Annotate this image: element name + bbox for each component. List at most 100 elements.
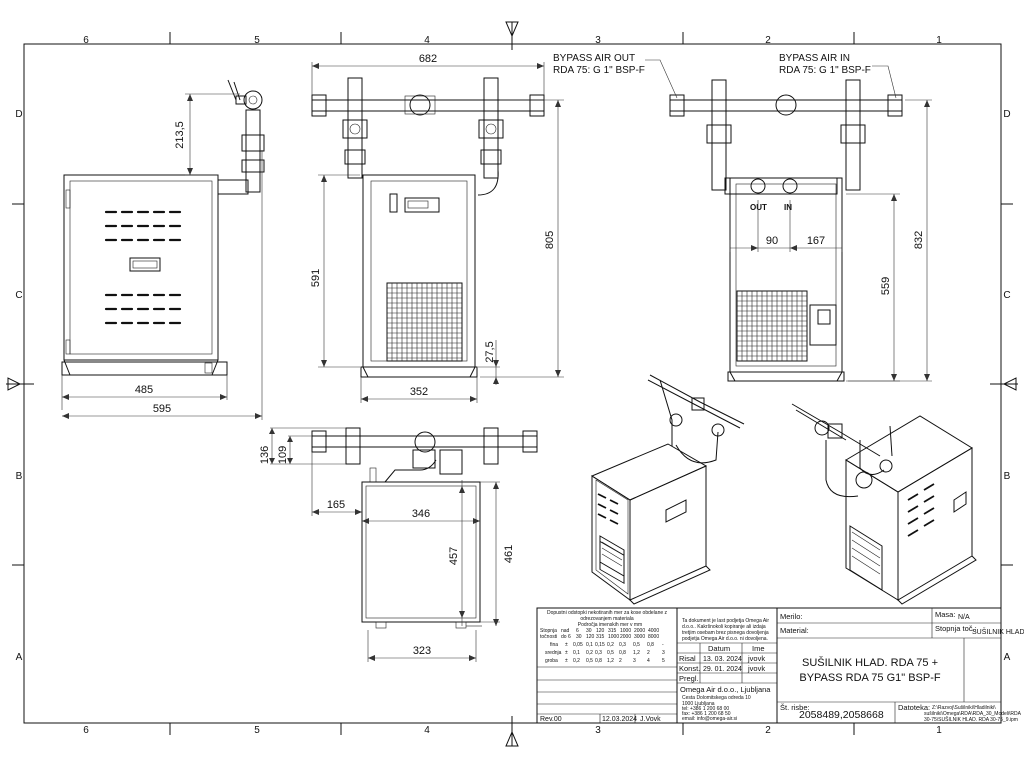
- tol-cell: 0,8: [647, 642, 654, 648]
- material-label: Material:: [780, 626, 809, 635]
- tol-cell: 120: [586, 634, 595, 640]
- zone-labels: 6 5 4 3 2 1 6 5 4 3 2 1 D C B A D C B A: [15, 35, 1010, 736]
- approvals-risal-date: 13. 03. 2024: [703, 656, 742, 663]
- dim-top-136: 136: [259, 446, 271, 464]
- tol-row-srednja: srednja ± 0,1 0,2 0,3 0,5 0,8 1,2 2 3: [545, 650, 665, 656]
- rear-out-label: OUT: [750, 203, 767, 212]
- tol-cell: -: [662, 642, 664, 648]
- datoteka-path-3: 30-75\SUŠILNIK HLAD. RDA 30-75_9.ipm: [924, 716, 1018, 723]
- tol-cell: srednja: [545, 650, 562, 656]
- callout-bypass-in-spec: RDA 75: G 1" BSP-F: [779, 65, 871, 76]
- zone-col-2-bottom: 2: [765, 725, 771, 736]
- tol-row-fina: fina ± 0,05 0,1 0,15 0,2 0,3 0,5 0,8 -: [550, 642, 664, 648]
- tol-cell: 1,2: [633, 650, 640, 656]
- front-view-dimensions: 682 591 805 27,5 352: [310, 53, 564, 403]
- ownership-note-3: tretjim osebam brez pisnega dovoljenja: [682, 630, 769, 636]
- masa-value: N/A: [958, 614, 970, 621]
- approvals-risal-label: Risal: [679, 654, 696, 663]
- zone-row-a-right: A: [1004, 652, 1011, 663]
- tol-cell: do 6: [561, 634, 571, 640]
- dim-front-805: 805: [544, 231, 556, 249]
- zone-col-2: 2: [765, 35, 771, 46]
- side-view: [61, 79, 265, 376]
- approvals-konst-label: Konst.: [679, 664, 700, 673]
- zone-col-3: 3: [595, 35, 601, 46]
- tol-cell: 315: [596, 634, 605, 640]
- side-vent-slots: [104, 210, 182, 325]
- side-view-dimensions: 213,5 485 595: [61, 93, 263, 420]
- dim-front-352: 352: [410, 386, 428, 398]
- tol-row-groba: groba ± 0,2 0,5 0,8 1,2 2 3 4 5: [545, 658, 665, 664]
- revision-date: 12.03.2024: [602, 716, 637, 723]
- rear-bypass-piping: [669, 79, 903, 195]
- company-name: Omega Air d.o.o., Ljubljana: [680, 685, 771, 694]
- rear-in-label: IN: [784, 203, 792, 212]
- ownership-note-2: d.o.o.. Kakršnokoli kopiranje ali izdaja: [682, 624, 766, 630]
- company-fax: fax: +386 1 200 68 50: [682, 711, 731, 717]
- rear-ventilation-grille: [736, 290, 808, 362]
- zone-row-c-right: C: [1003, 290, 1010, 301]
- tol-cell: 0,5: [607, 650, 614, 656]
- tol-cell: 315: [608, 628, 617, 634]
- dim-top-346: 346: [412, 508, 430, 520]
- zone-row-c: C: [15, 290, 22, 301]
- merilo-label: Merilo:: [780, 612, 803, 621]
- tol-row-tocnosti: točnosti do 6 30 120 315 1000 2000 3000 …: [540, 634, 659, 640]
- tol-cell: 3: [662, 650, 665, 656]
- zone-col-6: 6: [83, 35, 89, 46]
- company-address-1: Cesta Dolomitskega odreda 10: [682, 695, 751, 701]
- approvals-pregl-label: Pregl.: [679, 674, 699, 683]
- zone-col-6-bottom: 6: [83, 725, 89, 736]
- isometric-view-rear: [791, 403, 977, 605]
- dim-rear-832: 832: [913, 231, 925, 249]
- tol-cell: groba: [545, 658, 558, 664]
- dim-rear-167: 167: [807, 235, 825, 247]
- company-address-2: 1000 Ljubljana: [682, 701, 715, 707]
- approvals-risal-name: jvovk: [747, 654, 765, 663]
- callout-bypass-in-title: BYPASS AIR IN: [779, 53, 850, 64]
- tol-cell: ±: [565, 658, 568, 664]
- zone-row-d-right: D: [1003, 109, 1010, 120]
- tol-cell: 4: [647, 658, 650, 664]
- tol-cell: 120: [596, 628, 605, 634]
- revision-number: Rev.00: [540, 716, 562, 723]
- tol-cell: 0,1: [586, 642, 593, 648]
- tol-cell: 2000: [634, 628, 645, 634]
- tol-intro-1: Dopustni odstopki nekotiranih mer za kos…: [547, 610, 668, 616]
- tol-cell: 1,2: [607, 658, 614, 664]
- dim-top-109: 109: [277, 446, 289, 464]
- tol-cell: 0,15: [595, 642, 605, 648]
- drawing-title-line-2: BYPASS RDA 75 G1" BSP-F: [799, 672, 941, 684]
- tol-cell: 1000: [620, 628, 631, 634]
- stopnja-toc-label: Stopnja toč.:: [935, 624, 977, 633]
- dim-top-461: 461: [503, 545, 515, 563]
- rear-view: OUT IN: [669, 79, 903, 382]
- tol-cell: 0,5: [586, 658, 593, 664]
- tol-cell: 0,5: [633, 642, 640, 648]
- approvals-col-ime: Ime: [752, 644, 765, 653]
- tol-cell: 0,8: [595, 658, 602, 664]
- company-email: email: info@omega-air.si: [682, 716, 737, 722]
- drawing-frame: [6, 21, 1018, 747]
- dim-front-27-5: 27,5: [484, 341, 496, 362]
- drawing-title-line-1: SUŠILNIK HLAD. RDA 75 +: [802, 656, 938, 669]
- tol-cell: 1000: [608, 634, 619, 640]
- zone-col-1-bottom: 1: [936, 725, 942, 736]
- tol-cell: 30: [576, 634, 582, 640]
- zone-col-5: 5: [254, 35, 260, 46]
- tol-cell: 0,2: [607, 642, 614, 648]
- tol-cell: 0,3: [619, 642, 626, 648]
- zone-row-a: A: [16, 652, 23, 663]
- dim-rear-90: 90: [766, 235, 778, 247]
- side-bypass-piping: [217, 79, 265, 195]
- callout-bypass-out-spec: RDA 75: G 1" BSP-F: [553, 65, 645, 76]
- dim-top-457: 457: [448, 547, 460, 565]
- zone-col-4-bottom: 4: [424, 725, 430, 736]
- company-tel: tel: +386 1 200 68 00: [682, 706, 729, 712]
- approvals-col-datum: Datum: [708, 644, 730, 653]
- tol-row-stopnja: Stopnja nad 6 30 120 315 1000 2000 4000: [540, 628, 659, 634]
- tol-cell: 0,8: [619, 650, 626, 656]
- approvals-konst-date: 29. 01. 2024: [703, 666, 742, 673]
- zone-col-4: 4: [424, 35, 430, 46]
